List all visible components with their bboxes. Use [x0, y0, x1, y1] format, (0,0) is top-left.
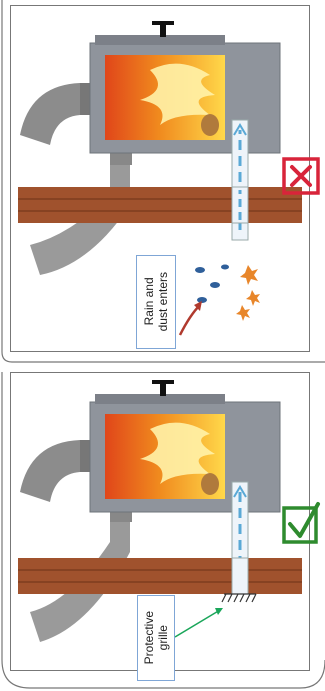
grille-label-text: Protective grille: [142, 611, 170, 664]
upper-pipe: [20, 440, 80, 502]
grille-label: Protective grille: [137, 595, 175, 681]
rain-drops: [195, 265, 229, 304]
upper-pipe: [20, 83, 80, 145]
debris-arrow: [180, 305, 200, 335]
brick-wall: [18, 187, 302, 223]
grille-pointer-arrow: [175, 610, 220, 637]
rain-dust-label: Rain and dust enters: [136, 255, 176, 349]
stove-handle: [152, 380, 174, 384]
log: [201, 114, 219, 136]
cross-icon: [280, 155, 322, 197]
stove-handle: [152, 21, 174, 25]
protective-grille: [222, 594, 256, 602]
stove-handle-stem: [160, 23, 166, 37]
leaves: [236, 265, 260, 321]
check-icon: [280, 500, 322, 548]
brick-wall: [18, 558, 302, 594]
rain-dust-label-text: Rain and dust enters: [142, 272, 170, 331]
log: [201, 473, 219, 495]
